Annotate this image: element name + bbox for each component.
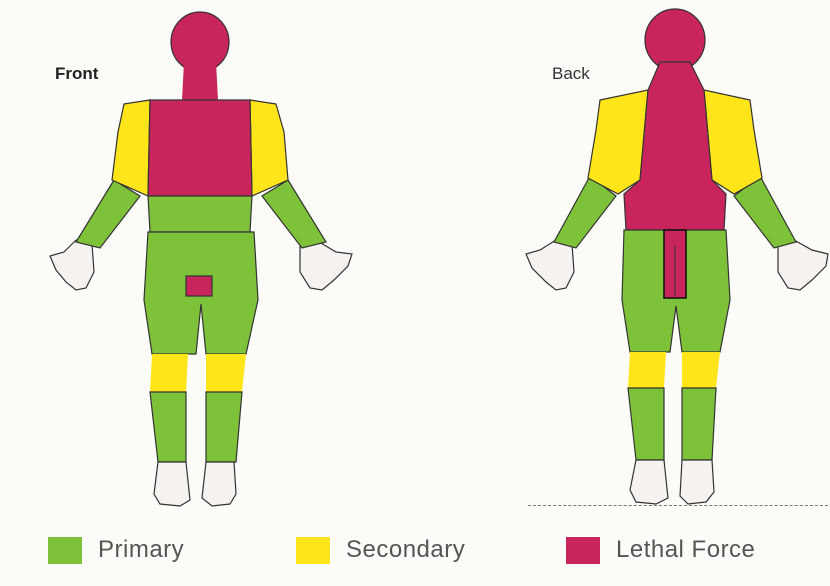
legend-swatch-secondary <box>296 537 330 564</box>
legend-primary: Primary <box>48 534 184 566</box>
front-right-forearm <box>262 180 326 248</box>
legend-label-lethal: Lethal Force <box>616 536 755 564</box>
back-right-knee <box>682 352 720 388</box>
legend-secondary: Secondary <box>296 534 465 566</box>
floor-line <box>528 505 828 506</box>
back-left-foot <box>630 460 668 504</box>
back-right-shoulder <box>704 90 762 194</box>
front-left-foot <box>154 462 190 506</box>
legend-label-secondary: Secondary <box>346 536 465 564</box>
front-groin <box>186 276 212 296</box>
back-left-hand <box>526 240 574 290</box>
front-figure <box>50 12 352 506</box>
legend-lethal: Lethal Force <box>566 534 755 566</box>
front-right-knee <box>206 354 246 392</box>
back-right-foot <box>680 460 714 504</box>
front-neck <box>182 62 218 100</box>
back-left-knee <box>628 352 666 388</box>
back-figure <box>526 9 828 504</box>
back-right-hand <box>778 240 828 290</box>
front-right-foot <box>202 462 236 506</box>
front-left-lowerleg <box>150 392 186 462</box>
front-chest <box>148 100 252 196</box>
front-left-upperarm <box>112 100 150 196</box>
front-abdomen <box>148 196 252 232</box>
back-left-lowerleg <box>628 388 664 460</box>
front-right-hand <box>300 240 352 290</box>
front-left-forearm <box>76 180 140 248</box>
front-left-hand <box>50 240 94 290</box>
front-right-lowerleg <box>206 392 242 462</box>
legend-swatch-lethal <box>566 537 600 564</box>
back-right-lowerleg <box>682 388 716 460</box>
legend-label-primary: Primary <box>98 536 184 564</box>
front-right-upperarm <box>250 100 288 196</box>
legend-swatch-primary <box>48 537 82 564</box>
back-left-shoulder <box>588 90 648 194</box>
front-left-knee <box>150 354 188 392</box>
